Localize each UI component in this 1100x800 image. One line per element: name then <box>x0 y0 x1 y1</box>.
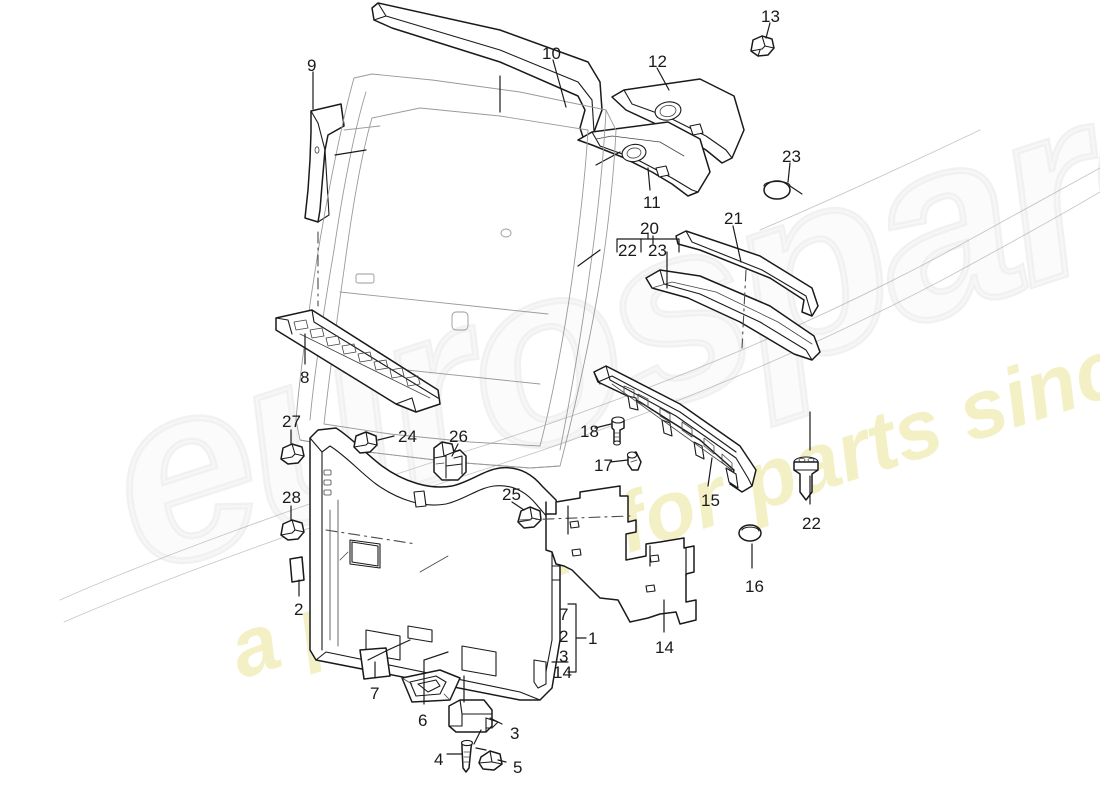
part-6-handle-recess-trim <box>401 669 461 703</box>
part-26-striker-bracket <box>433 441 467 481</box>
callout-label-16: 16 <box>745 577 764 596</box>
callout-label-12: 12 <box>648 52 667 71</box>
group-bracket-1 <box>551 603 587 673</box>
part-3-pull-handle <box>448 699 499 733</box>
callout-label-5: 5 <box>513 758 523 777</box>
part-12-handle-trim-upper <box>611 78 745 164</box>
callout-label-23: 23 <box>782 147 801 166</box>
callout-label-13: 13 <box>761 7 780 26</box>
group-bracket-20 <box>616 232 680 253</box>
callout-label-10: 10 <box>542 44 561 63</box>
callout-label-8: 8 <box>300 368 310 387</box>
part-24-trim-clip <box>353 431 378 454</box>
callout-label-11: 11 <box>643 193 661 212</box>
part-21-rear-trim-moulding <box>675 230 819 317</box>
bracket-item-2: 2 <box>559 627 569 646</box>
part-20-assembly-moulding <box>645 269 821 361</box>
callout-label-21: 21 <box>724 209 743 228</box>
part-18-shoulder-bolt <box>611 416 625 446</box>
callout-label-28: 28 <box>282 488 301 507</box>
callout-label-9: 9 <box>307 56 317 75</box>
callout-label-27: 27 <box>282 412 301 431</box>
callout-label-20: 20 <box>640 219 659 238</box>
part-5-cap-nut <box>478 750 503 771</box>
callout-label-14: 14 <box>655 638 674 657</box>
part-2-clip-bracket <box>289 556 305 583</box>
callout-label-3: 3 <box>510 724 520 743</box>
part-10-upper-trim-strip <box>371 2 603 141</box>
part-27-expanding-clip-upper <box>280 443 305 465</box>
part-15-support-rail <box>593 365 757 493</box>
callout-label-15: 15 <box>701 491 720 510</box>
part-4-oval-head-screw <box>461 739 473 773</box>
callout-label-17: 17 <box>594 456 613 475</box>
part-22-expanding-rivet <box>793 456 819 501</box>
callout-label-26: 26 <box>449 427 468 446</box>
bracket-result-1: 1 <box>588 629 598 648</box>
part-16-grommet-plug <box>738 524 762 542</box>
callout-label-23-ref: 23 <box>648 241 667 260</box>
callout-label-24: 24 <box>398 427 417 446</box>
part-13-retaining-clip <box>750 35 775 57</box>
callout-label-25: 25 <box>502 485 521 504</box>
callout-label-22-ref: 22 <box>618 241 637 260</box>
part-14-insulation-mat <box>519 485 697 625</box>
callout-label-4: 4 <box>434 750 444 769</box>
part-9-pillar-trim <box>304 103 345 223</box>
callout-label-2: 2 <box>294 600 304 619</box>
part-1-main-trim-panel <box>309 427 561 701</box>
leader-lines <box>290 22 811 763</box>
callout-label-6: 6 <box>418 711 428 730</box>
tailgate-panel-ghost <box>295 73 617 469</box>
callout-label-7: 7 <box>370 684 380 703</box>
part-8-scuff-plate <box>275 231 441 413</box>
part-17-tapping-screw <box>626 451 642 471</box>
callout-label-22: 22 <box>802 514 821 533</box>
bracket-item-3: 3 <box>559 647 569 666</box>
callout-label-18: 18 <box>580 422 599 441</box>
bracket-item-14: 14 <box>553 663 572 682</box>
part-28-expanding-clip-lower <box>280 519 305 541</box>
part-23-sealing-ring <box>763 180 803 200</box>
bracket-item-7: 7 <box>559 605 569 624</box>
